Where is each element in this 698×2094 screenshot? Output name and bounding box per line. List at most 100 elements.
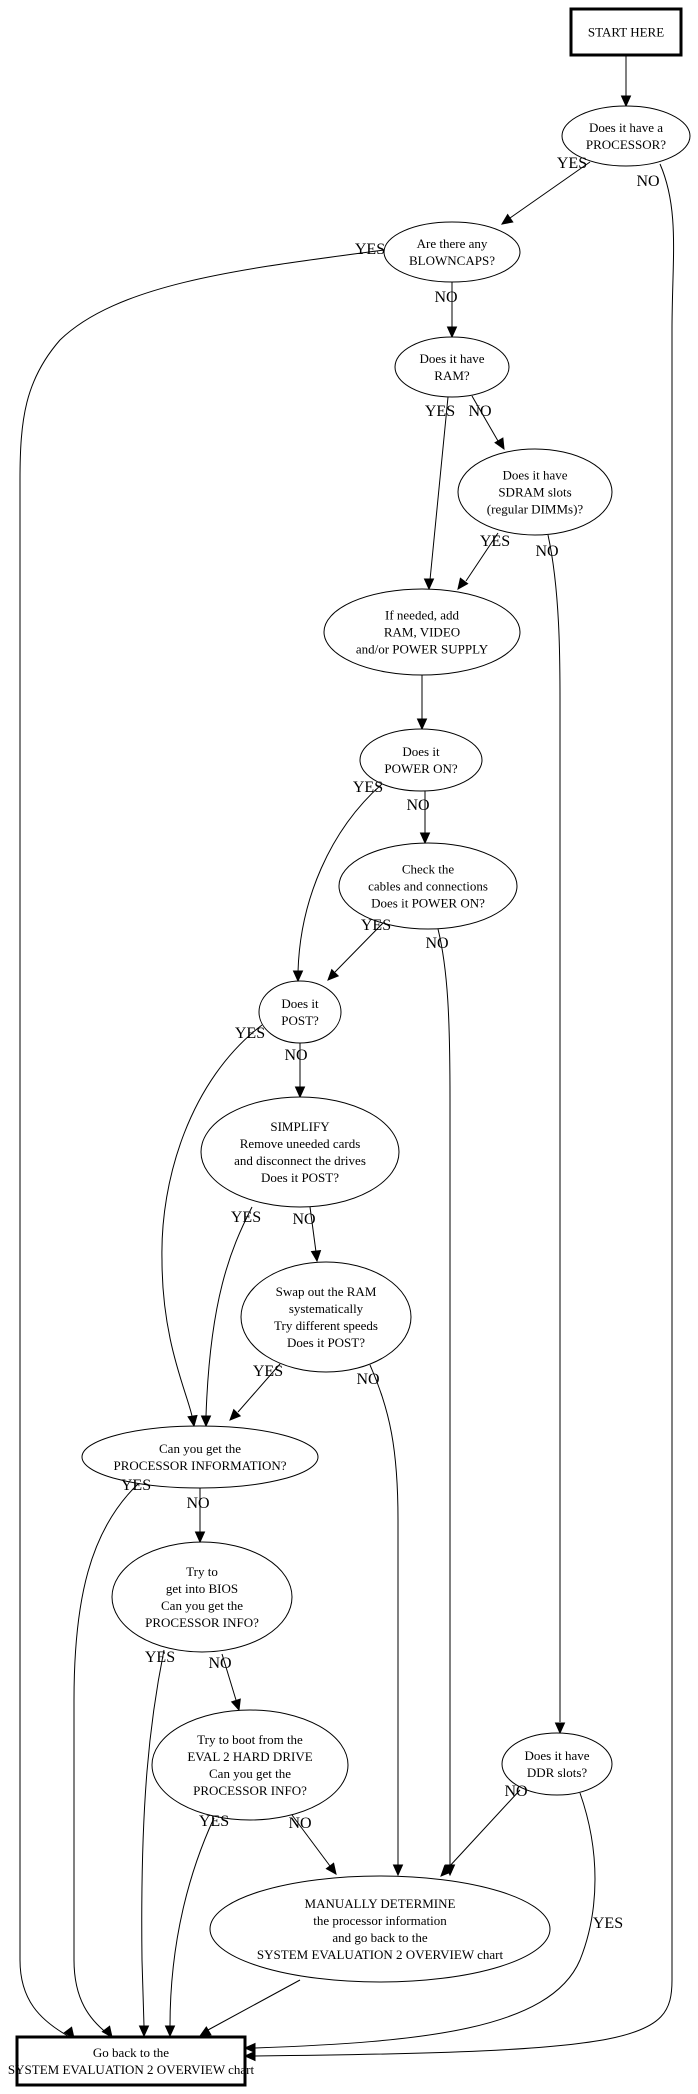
arrowhead-icon: [325, 1862, 337, 1875]
edge-line: [291, 1814, 331, 1867]
node-text-line: PROCESSOR?: [586, 137, 666, 152]
node-text-line: Go back to the: [93, 2045, 169, 2060]
node-ellipse: [258, 980, 342, 1044]
edge-power_on-to-post: [292, 783, 383, 983]
edge-label-no: NO: [406, 797, 429, 814]
arrowhead-icon: [457, 577, 469, 590]
edge-proc_info-to-go_back: [73, 1483, 139, 2038]
edge-simplify-to-swap_ram: [309, 1206, 322, 1263]
edge-label-yes: YES: [231, 1209, 261, 1226]
node-text-line: get into BIOS: [166, 1581, 238, 1596]
edge-line: [205, 1206, 253, 1417]
edge-line: [254, 163, 675, 2057]
edge-line: [141, 1649, 165, 2027]
arrowhead-icon: [494, 437, 505, 451]
edge-label-no: NO: [356, 1371, 379, 1388]
edge-sdram-to-ddr: [547, 534, 566, 1735]
node-ellipse: [561, 105, 691, 167]
arrowhead-icon: [187, 1414, 198, 1428]
edge-simplify-to-proc_info: [200, 1206, 253, 1428]
edge-label-no: NO: [284, 1047, 307, 1064]
node-ellipse: [81, 1425, 319, 1489]
edge-ddr-to-go_back: [243, 1792, 596, 2054]
arrowhead-icon: [620, 95, 632, 108]
edge-line: [207, 1979, 301, 2031]
edge-label-yes: YES: [593, 1915, 623, 1932]
node-text-line: Does it have: [503, 468, 568, 483]
edge-boot_eval-to-go_back: [164, 1817, 215, 2038]
arrowhead-icon: [310, 1250, 322, 1263]
edge-label-yes: YES: [361, 917, 391, 934]
node-text-line: SDRAM slots: [498, 485, 571, 500]
node-text-line: Does it POST?: [261, 1170, 339, 1185]
node-text-line: Try to boot from the: [197, 1732, 303, 1747]
edge-line: [437, 928, 451, 1866]
arrowhead-icon: [327, 968, 340, 981]
edge-manual-to-go_back: [198, 1979, 301, 2037]
edge-start-to-processor: [620, 56, 632, 108]
node-text-line: Can you get the: [209, 1766, 291, 1781]
node-ellipse: [359, 728, 483, 792]
node-text-line: SYSTEM EVALUATION 2 OVERVIEW chart: [257, 1947, 504, 1962]
node-ellipse: [501, 1732, 613, 1796]
node-text-line: RAM, VIDEO: [384, 625, 460, 640]
node-text-line: POWER ON?: [384, 761, 458, 776]
edge-label-no: NO: [425, 935, 448, 952]
node-ellipse: [383, 221, 521, 283]
node-text-line: Does it POWER ON?: [371, 896, 485, 911]
node-text-line: DDR slots?: [527, 1765, 588, 1780]
node-text-line: Does it have: [420, 351, 485, 366]
edge-processor-to-blowncaps: [500, 161, 591, 225]
node-ellipse: [200, 1096, 400, 1208]
arrowhead-icon: [500, 213, 514, 225]
node-text-line: RAM?: [434, 368, 470, 383]
arrowhead-icon: [63, 2026, 75, 2039]
edge-line: [254, 1792, 596, 2049]
edge-add_parts-to-power_on: [416, 675, 428, 731]
edge-check_cables-to-manual: [437, 928, 456, 1877]
node-ellipse: [457, 448, 613, 536]
node-ellipse: [394, 336, 510, 398]
node-text-line: Does it: [402, 744, 440, 759]
edge-power_on-to-check_cables: [419, 791, 431, 845]
arrowhead-icon: [294, 1086, 306, 1099]
arrowhead-icon: [138, 2025, 150, 2038]
arrowhead-icon: [229, 1408, 242, 1421]
arrowhead-icon: [243, 2042, 256, 2054]
edge-line: [237, 1363, 281, 1413]
node-text-line: BLOWNCAPS?: [409, 253, 495, 268]
edge-sdram-to-add_parts: [457, 532, 499, 590]
edge-label-no: NO: [434, 289, 457, 306]
arrowhead-icon: [243, 2050, 256, 2062]
edges-layer: [19, 56, 675, 2062]
arrowhead-icon: [423, 578, 435, 591]
edge-label-no: NO: [636, 173, 659, 190]
node-text-line: Check the: [402, 862, 455, 877]
edge-post-to-proc_info: [161, 1024, 263, 1428]
node-text-line: and go back to the: [332, 1930, 428, 1945]
node-ellipse: [151, 1709, 349, 1821]
edge-label-no: NO: [535, 543, 558, 560]
edge-ram-to-sdram: [471, 395, 505, 451]
edge-line: [547, 534, 561, 1722]
edge-line: [447, 1789, 521, 1869]
node-text-line: POST?: [281, 1013, 319, 1028]
edge-blowncaps-to-ram: [446, 282, 458, 339]
edge-boot_eval-to-manual: [291, 1814, 337, 1875]
node-text-line: Swap out the RAM: [276, 1284, 377, 1299]
edge-label-yes: YES: [425, 403, 455, 420]
edge-line: [19, 249, 385, 2037]
node-post: Does it POST?: [258, 980, 342, 1044]
node-text-line: PROCESSOR INFO?: [145, 1615, 259, 1630]
edge-swap_ram-to-manual: [369, 1364, 404, 1877]
node-text-line: Try different speeds: [274, 1318, 378, 1333]
edge-label-yes: YES: [199, 1813, 229, 1830]
edge-processor-to-go_back: [243, 163, 675, 2062]
node-text-line: Does it: [281, 996, 319, 1011]
